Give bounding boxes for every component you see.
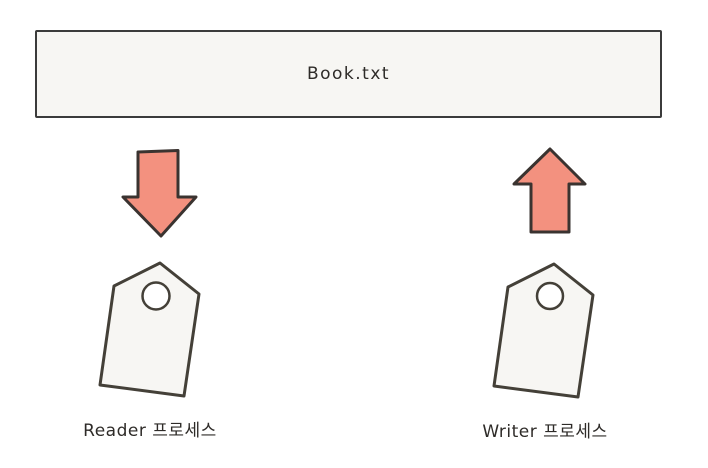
writer-process-tag-icon (492, 262, 595, 399)
arrow-up-icon (512, 147, 587, 234)
writer-process-label: Writer 프로세스 (482, 422, 608, 442)
file-box: Book.txt (35, 30, 662, 118)
file-box-label: Book.txt (306, 64, 391, 84)
reader-process-label: Reader 프로세스 (83, 421, 217, 441)
reader-process-tag-icon (98, 261, 201, 398)
arrow-down-icon (121, 149, 198, 238)
